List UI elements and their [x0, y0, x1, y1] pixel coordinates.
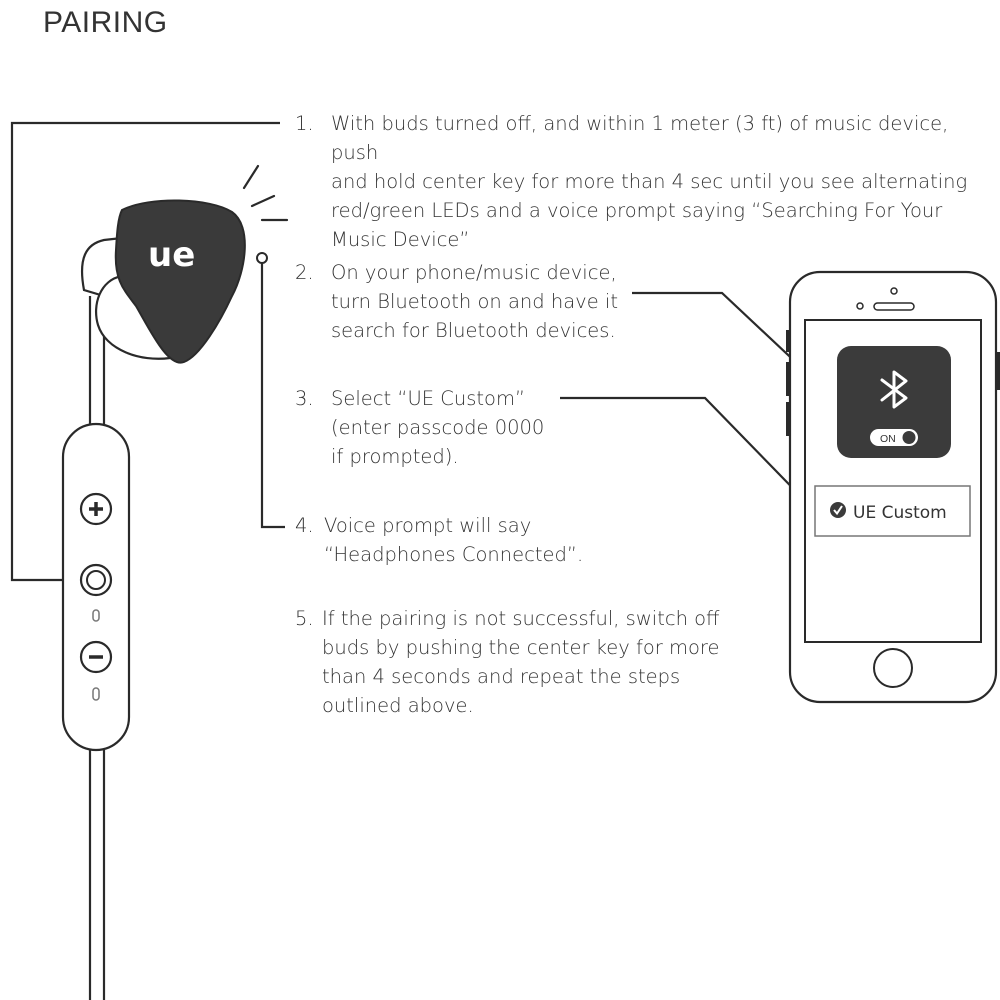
phone-side-button: [786, 402, 790, 436]
toggle-label: ON: [880, 433, 896, 445]
step-number: 1.: [295, 112, 314, 135]
led-indicator: [92, 687, 100, 701]
callout-line-step-4: [260, 258, 285, 529]
phone-side-button: [786, 362, 790, 396]
step-number: 3.: [295, 387, 314, 410]
center-key[interactable]: [79, 563, 113, 597]
mic-icon: [92, 609, 100, 622]
step-text: With buds turned off, and within 1 meter…: [331, 112, 968, 251]
phone: ON UE Custom: [786, 270, 1000, 704]
callout-dot: [256, 252, 268, 264]
minus-button[interactable]: [79, 640, 113, 674]
step-text: Select “UE Custom” (enter passcode 0000 …: [331, 387, 545, 468]
step-3: 3. Select “UE Custom” (enter passcode 00…: [295, 384, 544, 471]
earbud-shell: [114, 199, 246, 364]
home-button[interactable]: [873, 648, 913, 688]
device-list-item[interactable]: UE Custom: [814, 485, 971, 537]
signal-marks: [242, 164, 289, 222]
earbud: ue: [80, 199, 246, 364]
plus-icon: [89, 502, 103, 516]
step-text: On your phone/music device, turn Bluetoo…: [331, 261, 618, 342]
phone-power-button: [996, 352, 1000, 390]
callout-line-step-3: [560, 396, 816, 512]
bluetooth-toggle[interactable]: ON: [870, 429, 918, 446]
phone-speaker: [873, 302, 915, 311]
ue-logo: ue: [148, 235, 195, 275]
callout-line-step-1: [10, 121, 280, 582]
bluetooth-icon: [880, 370, 908, 409]
earbud-tip: [94, 274, 172, 360]
step-1: 1. With buds turned off, and within 1 me…: [295, 109, 1000, 254]
step-2: 2. On your phone/music device, turn Blue…: [295, 258, 618, 345]
inline-remote: [61, 422, 131, 752]
step-number: 5.: [295, 607, 314, 630]
plus-button[interactable]: [79, 492, 113, 526]
device-name: UE Custom: [853, 503, 947, 523]
phone-screen: [804, 319, 982, 643]
step-text: If the pairing is not successful, switch…: [322, 607, 720, 717]
phone-camera: [856, 302, 864, 310]
page-title: PAIRING: [43, 6, 168, 39]
phone-side-button: [786, 330, 790, 352]
phone-sensor: [890, 287, 898, 295]
step-4: 4. Voice prompt will say “Headphones Con…: [295, 511, 583, 569]
step-text: Voice prompt will say “Headphones Connec…: [324, 514, 584, 566]
step-5: 5. If the pairing is not successful, swi…: [295, 604, 720, 720]
check-circle-icon: [830, 502, 846, 518]
step-number: 2.: [295, 261, 314, 284]
callout-lines: [10, 121, 837, 582]
step-number: 4.: [295, 514, 314, 537]
